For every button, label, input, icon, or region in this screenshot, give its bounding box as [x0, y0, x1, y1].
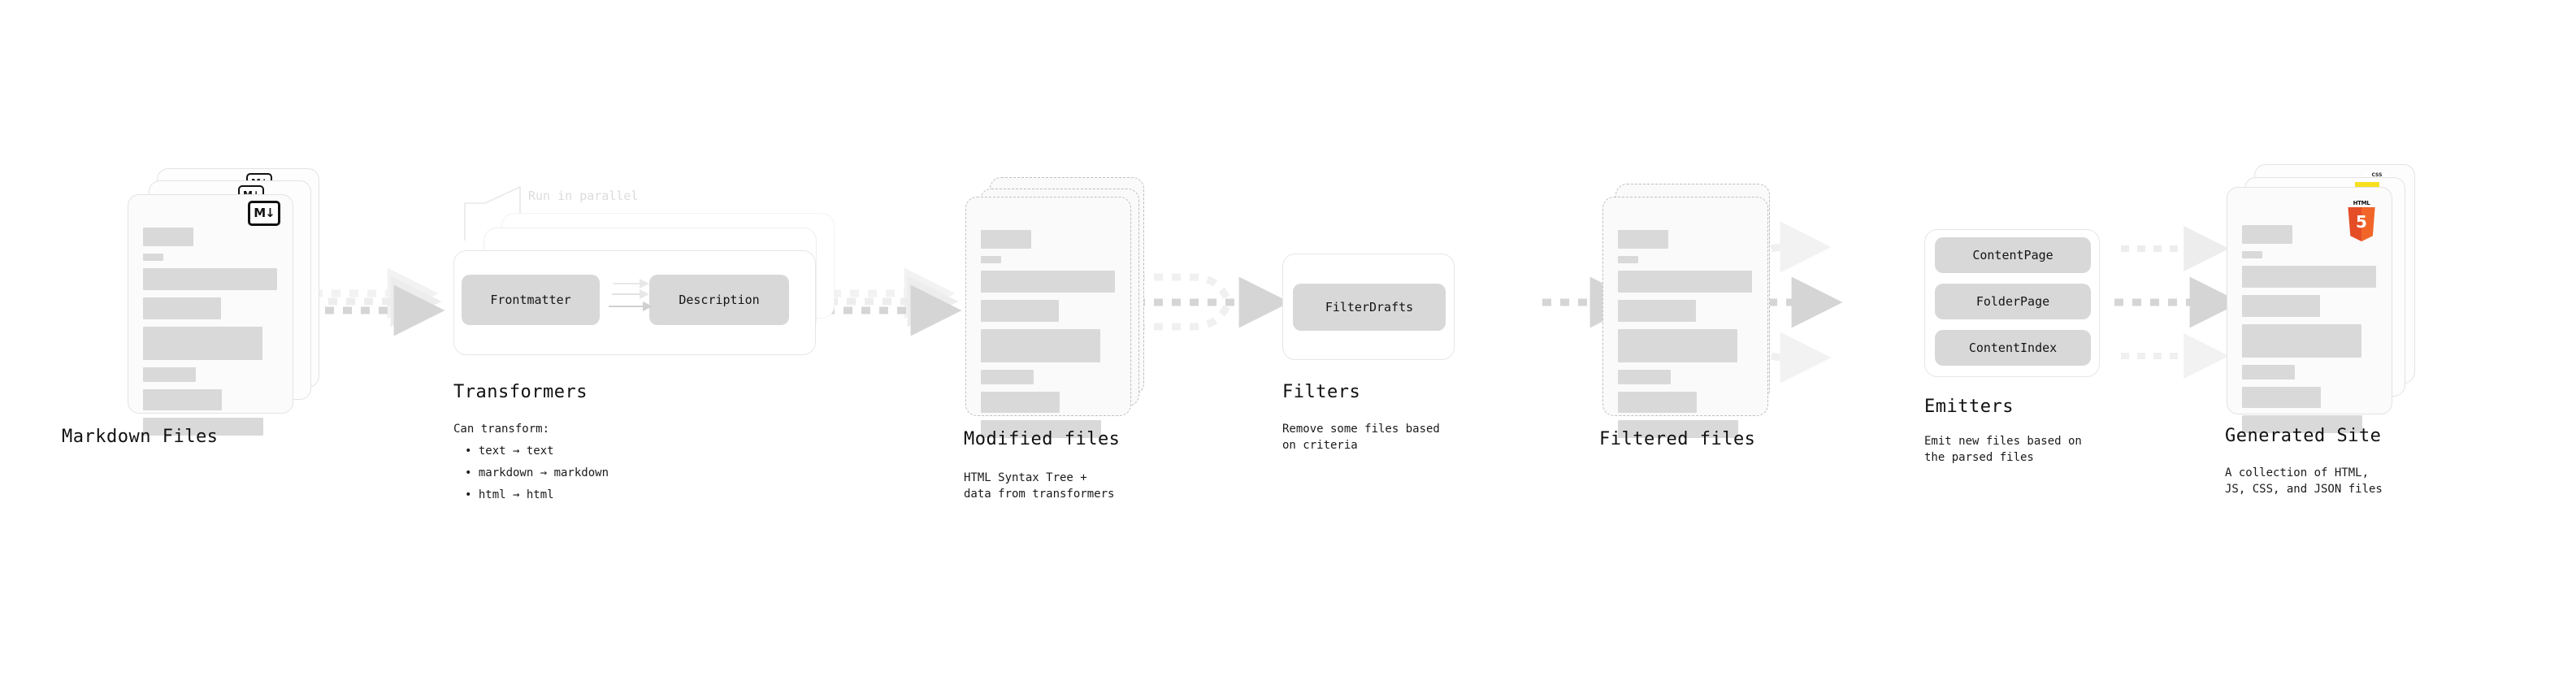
emitter-pill-folderpage[interactable]: FolderPage	[1935, 284, 2091, 319]
transformer-pill-frontmatter[interactable]: Frontmatter	[462, 275, 600, 325]
stage-title-markdown-files: Markdown Files	[62, 427, 219, 447]
transformers-bullet-1: • markdown → markdown	[465, 466, 609, 479]
transformers-group-front: Frontmatter Description	[453, 250, 816, 355]
stage-generated-site: CSS HTML 5 Generated Site A	[0, 0, 2415, 496]
css-badge-label: CSS	[2371, 172, 2383, 178]
markdown-card-front	[128, 194, 293, 436]
emitter-pill-contentpage[interactable]: ContentPage	[1935, 237, 2091, 273]
markdown-card-lines	[143, 228, 278, 443]
stage-title-transformers: Transformers	[453, 382, 588, 402]
stage-title-generated-site: Generated Site	[2225, 426, 2382, 446]
html5-digit: 5	[2356, 212, 2367, 232]
emitters-subtitle: Emit new files based on the parsed files	[1924, 435, 2082, 465]
arrow-modified-to-filters	[1136, 273, 1290, 331]
stage-title-emitters: Emitters	[1924, 397, 2014, 417]
html5-badge-caption: HTML	[2353, 200, 2370, 206]
emitter-pill-contentindex[interactable]: ContentIndex	[1935, 330, 2091, 366]
filtered-card-lines	[1618, 230, 1753, 445]
stage-title-filtered-files: Filtered files	[1599, 429, 1756, 449]
arrow-transformers-to-modified	[826, 267, 962, 336]
generated-site-subtitle: A collection of HTML, JS, CSS, and JSON …	[2225, 466, 2383, 497]
filters-subtitle: Remove some files based on criteria	[1282, 423, 1440, 453]
filtered-card-front	[1602, 197, 1768, 438]
markdown-badge-icon: M↓	[248, 201, 280, 226]
transformers-bullet-0: • text → text	[465, 445, 554, 458]
transformers-bullet-2: • html → html	[465, 488, 554, 501]
arrow-emitters-to-site	[2114, 226, 2241, 379]
filters-group: FilterDrafts	[1282, 254, 1455, 360]
modified-card-lines	[981, 230, 1116, 445]
stage-title-filters: Filters	[1282, 382, 1361, 402]
transformers-subtitle: Can transform:	[453, 423, 550, 436]
html5-badge-icon: HTML 5	[2347, 200, 2376, 241]
filter-pill-filterdrafts[interactable]: FilterDrafts	[1293, 284, 1446, 331]
transformer-pill-description[interactable]: Description	[649, 275, 789, 325]
arrow-markdown-to-transformers	[307, 267, 445, 336]
html5-shield-inner	[2361, 207, 2375, 241]
generated-card-lines	[2242, 225, 2377, 440]
run-in-parallel-note: Run in parallel	[528, 189, 639, 203]
modified-files-subtitle: HTML Syntax Tree + data from transformer…	[964, 471, 1115, 501]
transformer-inner-arrows	[609, 279, 653, 311]
stage-title-modified-files: Modified files	[964, 429, 1121, 449]
emitters-group: ContentPage FolderPage ContentIndex	[1924, 229, 2100, 377]
modified-card-front	[965, 197, 1131, 438]
